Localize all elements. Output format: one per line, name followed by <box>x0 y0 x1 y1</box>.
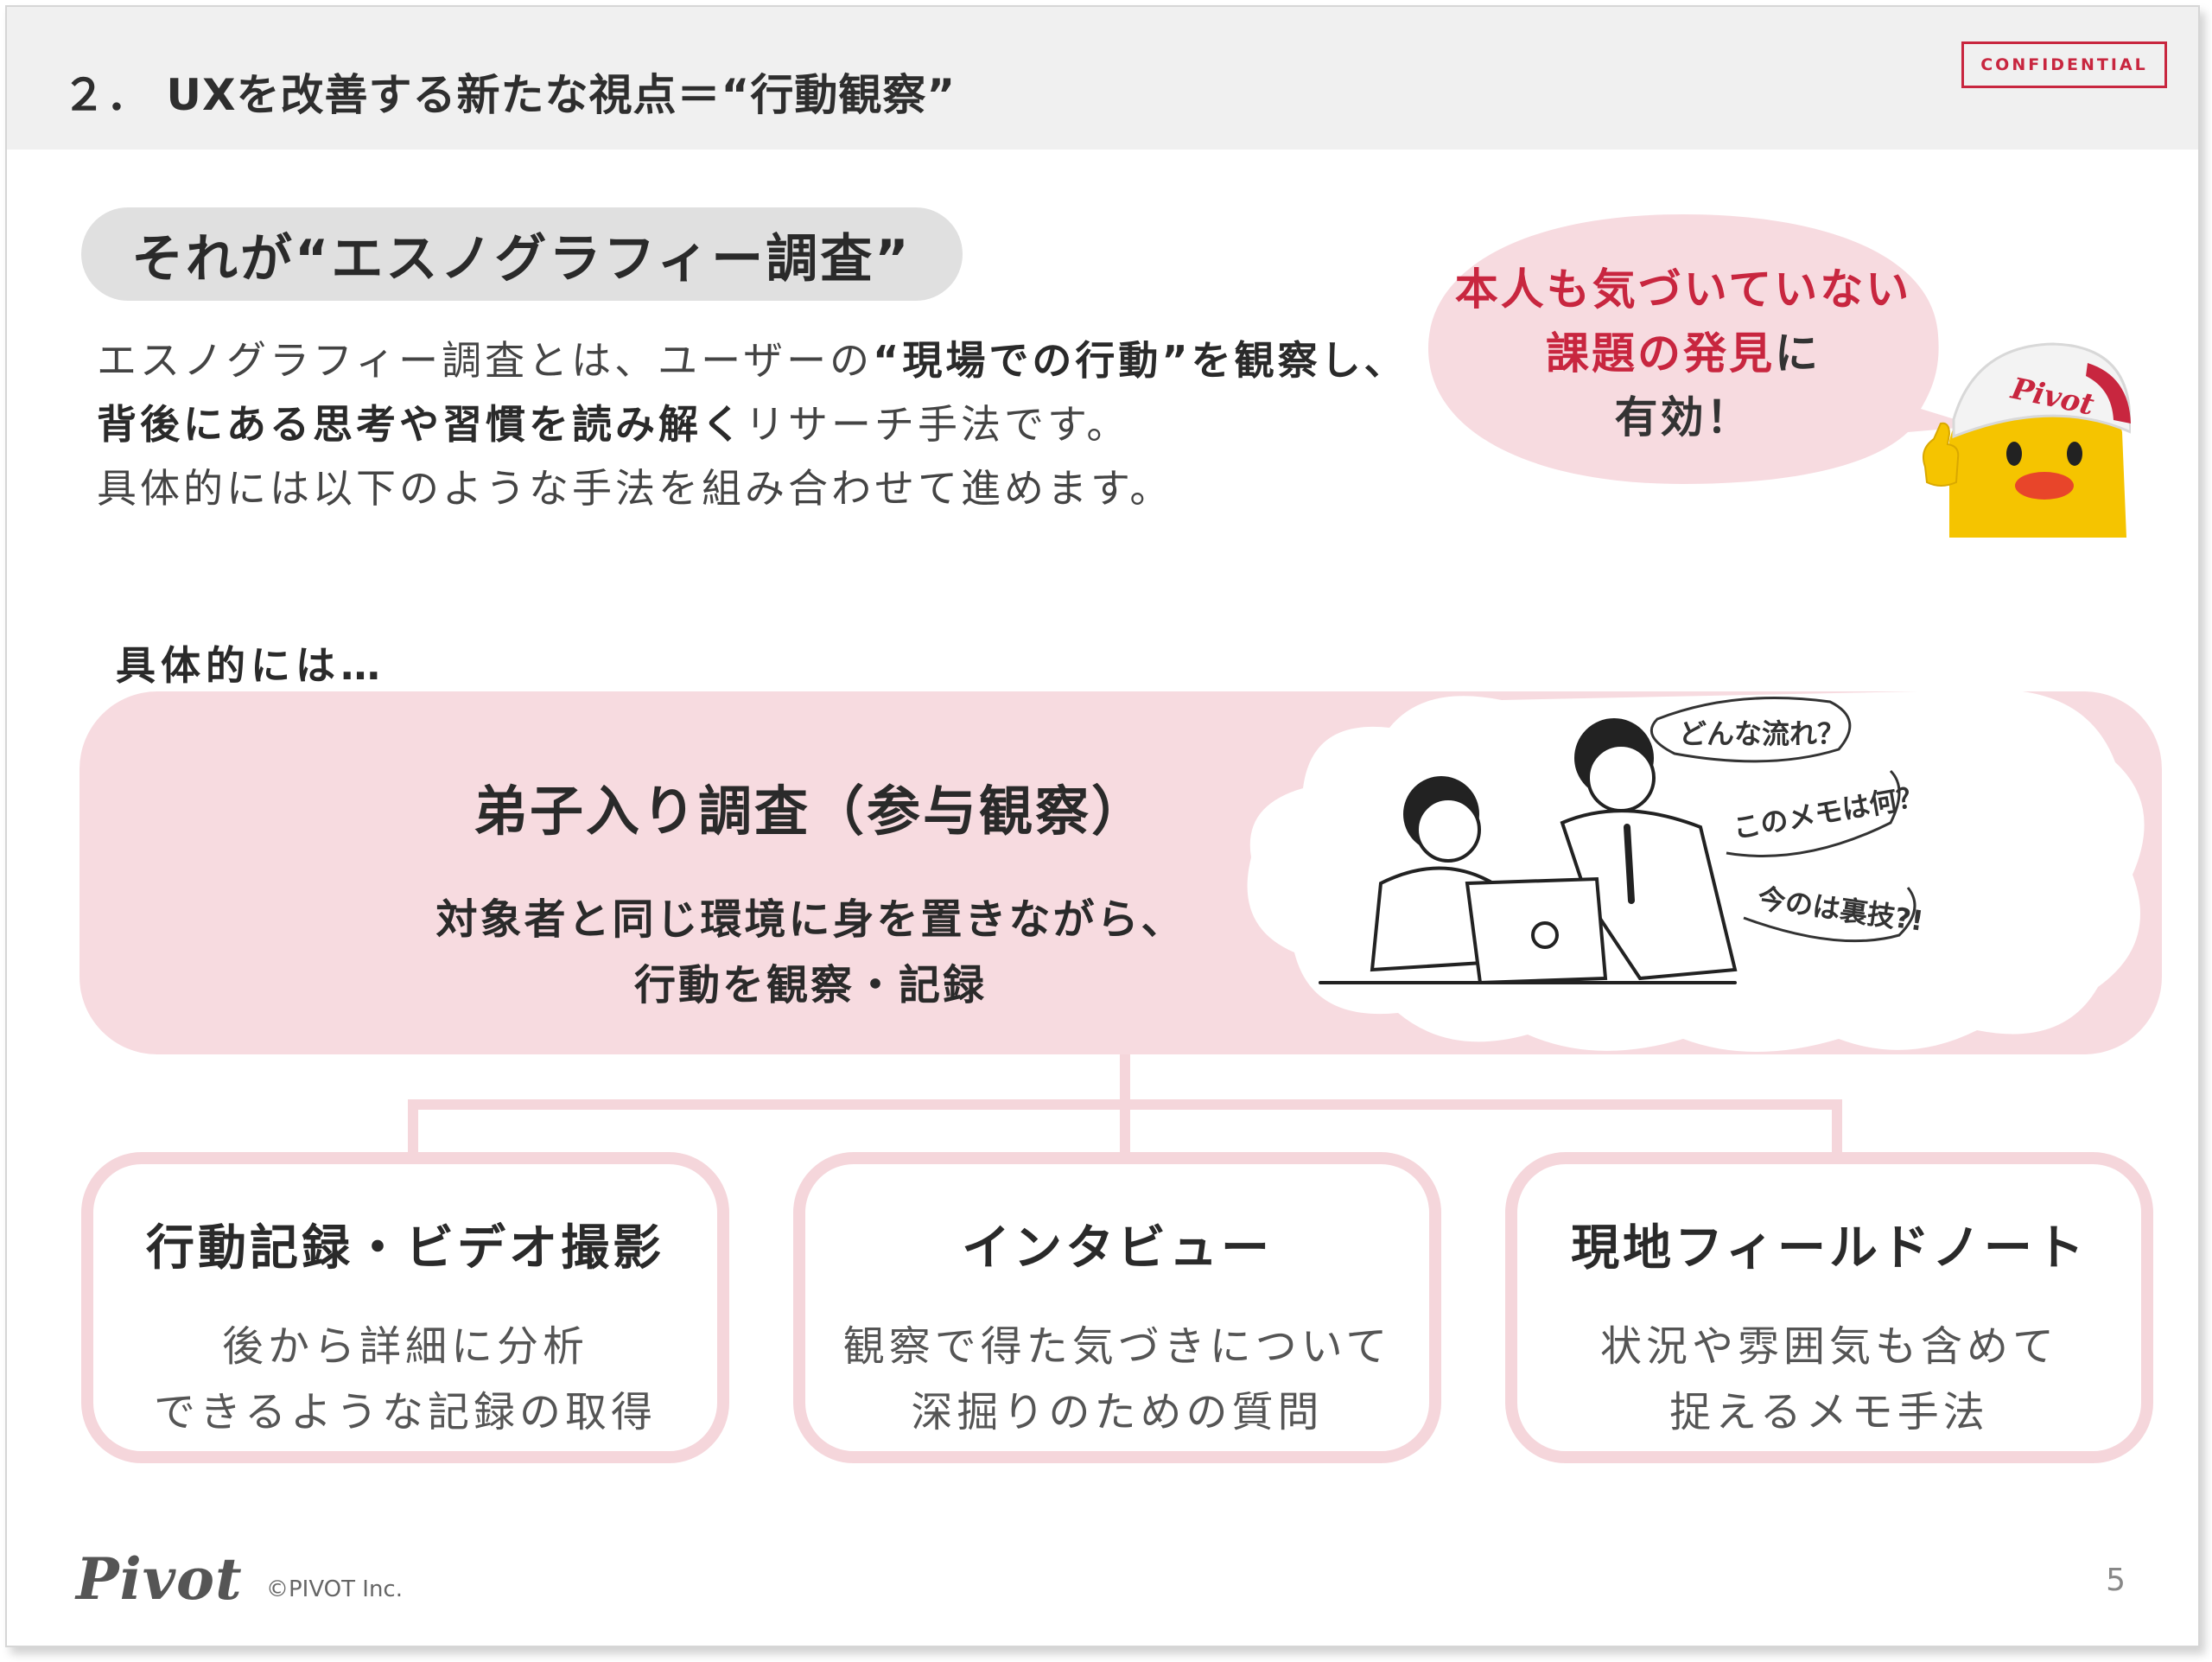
card-desc-line: できるような記録の取得 <box>153 1388 658 1436</box>
intro-line-2: 背後にある思考や習慣を読み解くリサーチ手法です。 <box>97 392 1445 456</box>
intro-line-2b: リサーチ手法です。 <box>745 401 1130 448</box>
copyright: ©PIVOT Inc. <box>266 1576 403 1602</box>
confidential-badge: CONFIDENTIAL <box>1961 41 2167 88</box>
mascot-icon: Pivot <box>1923 342 2131 538</box>
bubble-line-2-tail: に <box>1775 328 1821 379</box>
card-desc: 観察で得た気づきについて 深掘りのための質問 <box>805 1314 1429 1445</box>
connector-lines <box>408 1054 1842 1158</box>
bubble-line-2-emphasis: 課題の発見 <box>1546 328 1775 379</box>
bubble-line-3: 有効！ <box>1614 392 1752 443</box>
speech-bubble: 本人も気づいていない 課題の発見に 有効！ <box>1424 206 1977 491</box>
intro-line-3: 具体的には以下のような手法を組み合わせて進めます。 <box>97 465 1173 512</box>
card-desc-line: 観察で得た気づきについて <box>842 1322 1392 1371</box>
bubble-text: 本人も気づいていない 課題の発見に 有効！ <box>1424 258 1942 449</box>
card-title: 現地フィールドノート <box>1571 1220 2088 1277</box>
card-title: インタビュー <box>962 1220 1273 1277</box>
main-method-desc: 対象者と同じ環境に身を置きながら、 行動を観察・記録 <box>335 887 1286 1018</box>
observation-illustration: どんな流れ？ このメモは何？ 今のは裏技?! <box>1247 690 2145 1052</box>
card-desc: 状況や雰囲気も含めて 捉えるメモ手法 <box>1517 1314 2141 1445</box>
method-card-interview: インタビュー 観察で得た気づきについて 深掘りのための質問 <box>793 1152 1441 1463</box>
card-desc: 後から詳細に分析 できるような記録の取得 <box>93 1314 717 1445</box>
card-desc-line: 状況や雰囲気も含めて <box>1599 1322 2058 1371</box>
card-desc-line: 捉えるメモ手法 <box>1669 1388 1989 1436</box>
intro-text: エスノグラフィー調査とは、ユーザーの“現場での行動”を観察し、 背後にある思考や… <box>97 328 1445 520</box>
page-number: 5 <box>2106 1563 2126 1598</box>
slide-title: ２． UXを改善する新たな視点＝“行動観察” <box>62 70 957 120</box>
card-title: 行動記録・ビデオ撮影 <box>146 1220 664 1277</box>
method-card-fieldnote: 現地フィールドノート 状況や雰囲気も含めて 捉えるメモ手法 <box>1505 1152 2153 1463</box>
speech-bubble-shape <box>1428 214 1977 484</box>
bubble-line-2: 課題の発見に <box>1424 322 1942 385</box>
subhead: 具体的には… <box>116 642 385 689</box>
intro-line-1b: “現場での行動”を観察し、 <box>873 337 1408 384</box>
intro-line-1a: エスノグラフィー調査とは、ユーザーの <box>97 337 874 384</box>
intro-line-2a: 背後にある思考や習慣を読み解く <box>97 401 745 448</box>
pivot-logo: Pivot <box>76 1545 243 1613</box>
card-desc-line: 後から詳細に分析 <box>221 1322 588 1371</box>
card-desc-line: 深掘りのための質問 <box>911 1388 1324 1436</box>
bubble-line-1: 本人も気づいていない <box>1454 264 1912 315</box>
intro-line-1: エスノグラフィー調査とは、ユーザーの“現場での行動”を観察し、 <box>97 328 1445 392</box>
slide-header: ２． UXを改善する新たな視点＝“行動観察” CONFIDENTIAL <box>7 7 2198 150</box>
main-method-title: 弟子入り調査（参与観察） <box>473 780 1147 843</box>
main-method-desc-line-1: 対象者と同じ環境に身を置きながら、 <box>435 895 1185 944</box>
slide: ２． UXを改善する新たな視点＝“行動観察” CONFIDENTIAL それが“… <box>5 5 2200 1647</box>
section-heading: それが“エスノグラフィー調査” <box>81 207 963 301</box>
method-card-video: 行動記録・ビデオ撮影 後から詳細に分析 できるような記録の取得 <box>81 1152 729 1463</box>
thought-1: どんな流れ？ <box>1679 717 1845 750</box>
main-method-desc-line-2: 行動を観察・記録 <box>633 961 987 1009</box>
